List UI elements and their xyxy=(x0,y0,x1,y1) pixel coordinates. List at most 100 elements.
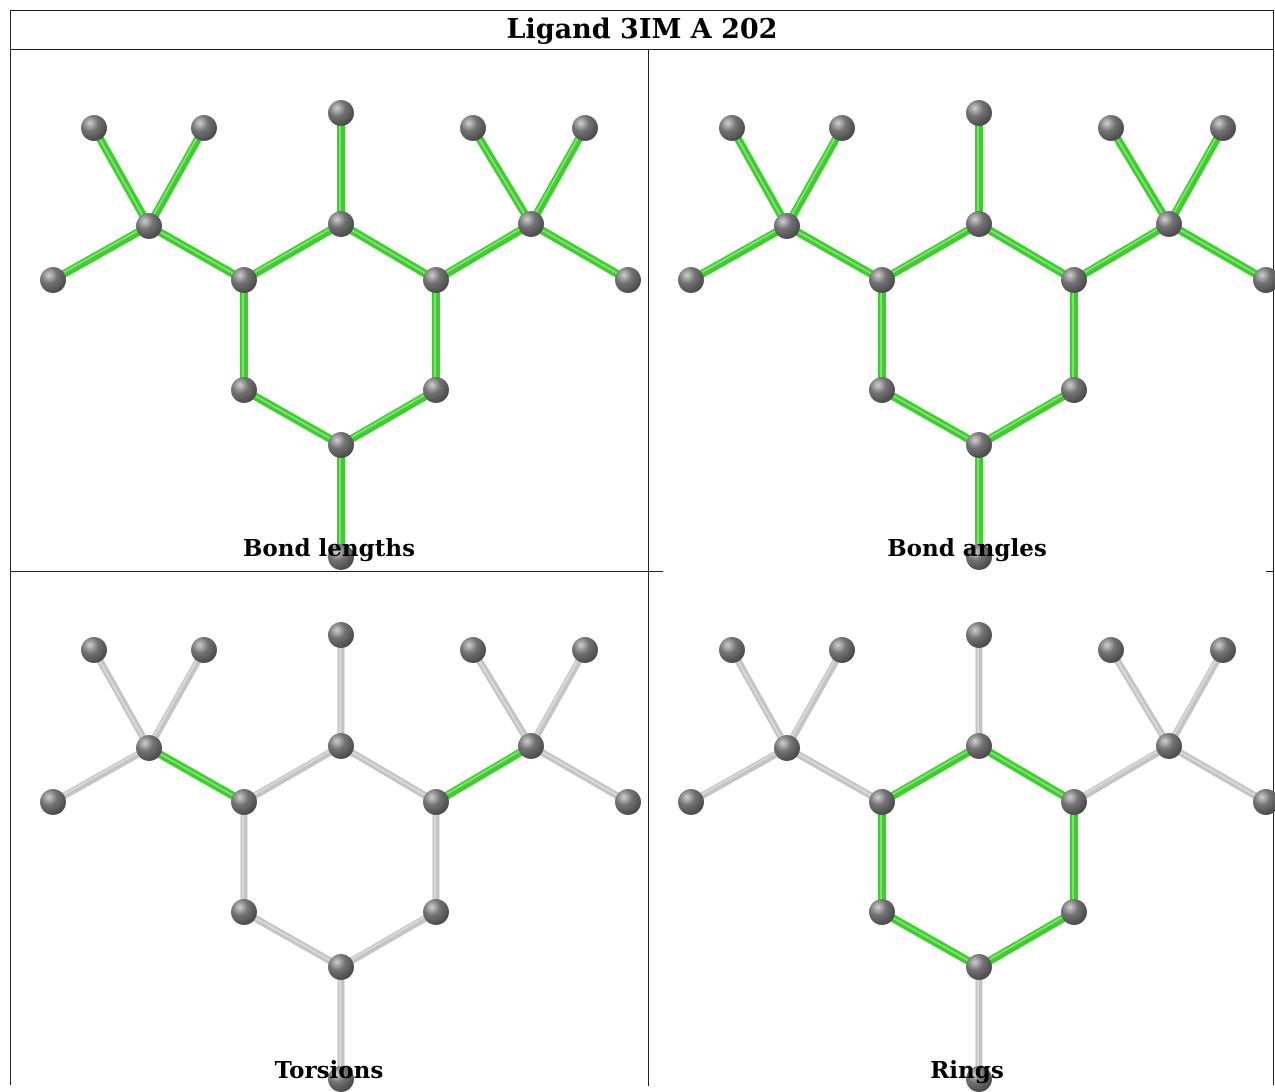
row-divider-mid xyxy=(633,571,663,572)
atom xyxy=(869,789,895,815)
bond-highlighted xyxy=(878,386,983,449)
atom xyxy=(423,267,449,293)
atom xyxy=(518,211,544,237)
bond-shine xyxy=(147,648,204,748)
bond-shine xyxy=(147,126,204,226)
atom xyxy=(518,733,544,759)
atom xyxy=(678,267,704,293)
atom xyxy=(328,622,354,648)
atom xyxy=(40,267,66,293)
bond-shine xyxy=(730,648,787,748)
bond-shine xyxy=(785,648,842,748)
bond-shine xyxy=(529,126,585,224)
bond-highlighted xyxy=(49,222,153,284)
atom xyxy=(328,954,354,980)
bond-highlighted xyxy=(975,386,1078,449)
atom xyxy=(829,115,855,141)
atom xyxy=(774,213,800,239)
bond-highlighted xyxy=(728,124,791,230)
atom xyxy=(231,789,257,815)
atom xyxy=(1253,789,1275,815)
bond xyxy=(145,646,208,752)
bond-shine xyxy=(689,224,787,280)
bond-shine xyxy=(977,910,1074,967)
page-title: Ligand 3IM A 202 xyxy=(11,11,1273,50)
ligand-report-table: Ligand 3IM A 202 Bond lengths Bond angle… xyxy=(10,10,1275,1092)
bond-shine xyxy=(1109,648,1169,746)
atom xyxy=(966,100,992,126)
bond xyxy=(90,646,153,752)
bond xyxy=(783,744,886,806)
bond-shine xyxy=(529,222,628,280)
bond-shine xyxy=(434,222,531,280)
atom xyxy=(328,544,354,570)
column-divider xyxy=(648,50,649,1086)
molecule-view-bond-angles xyxy=(678,100,1275,570)
atom xyxy=(774,735,800,761)
bond-shine xyxy=(242,910,341,967)
atom xyxy=(460,637,486,663)
bond-highlighted xyxy=(878,908,983,971)
atom xyxy=(191,115,217,141)
atom xyxy=(231,899,257,925)
atom xyxy=(1210,637,1236,663)
caption-bond-angles: Bond angles xyxy=(887,535,1047,562)
bond xyxy=(527,742,632,806)
bond-highlighted xyxy=(527,124,589,228)
bond-highlighted xyxy=(1165,220,1270,284)
bond xyxy=(527,646,589,750)
atom xyxy=(81,115,107,141)
atom xyxy=(423,789,449,815)
bond-shine xyxy=(147,746,244,802)
caption-rings: Rings xyxy=(930,1057,1004,1084)
panel-torsions: Torsions xyxy=(11,572,647,1092)
bond-shine xyxy=(92,126,149,226)
bond-highlighted xyxy=(975,742,1078,806)
bond-highlighted xyxy=(783,222,886,284)
atom xyxy=(869,377,895,403)
bond-shine xyxy=(1109,126,1169,224)
atom xyxy=(328,733,354,759)
atom xyxy=(231,267,257,293)
molecule-view-bond-lengths xyxy=(40,100,641,570)
atom xyxy=(460,115,486,141)
bond-highlighted xyxy=(337,386,440,449)
row-divider-right xyxy=(1266,571,1273,572)
bond xyxy=(240,742,345,806)
atom xyxy=(829,637,855,663)
atom xyxy=(572,637,598,663)
atom xyxy=(572,115,598,141)
bond-shine xyxy=(880,388,979,445)
atom xyxy=(966,432,992,458)
bond-highlighted xyxy=(90,124,153,230)
molecule-view-rings xyxy=(678,622,1275,1092)
bond-highlighted xyxy=(975,908,1078,971)
bond-shine xyxy=(242,744,341,802)
panel-bond-lengths: Bond lengths xyxy=(11,50,647,570)
atom xyxy=(231,377,257,403)
bond xyxy=(1107,646,1173,750)
bond-shine xyxy=(730,126,787,226)
atom xyxy=(1156,733,1182,759)
bond-shine xyxy=(339,910,436,967)
bond-highlighted xyxy=(337,220,440,284)
atom xyxy=(719,637,745,663)
bond-shine xyxy=(529,744,628,802)
bond-highlighted xyxy=(240,220,345,284)
bond-shine xyxy=(977,222,1074,280)
bond xyxy=(728,646,791,752)
bond-shine xyxy=(785,746,882,802)
atom xyxy=(1156,211,1182,237)
bond xyxy=(49,744,153,806)
bond-highlighted xyxy=(687,222,791,284)
bond-highlighted xyxy=(783,124,846,230)
atom xyxy=(719,115,745,141)
atom xyxy=(328,432,354,458)
bond-highlighted xyxy=(527,220,632,284)
atom xyxy=(81,637,107,663)
atom xyxy=(615,267,641,293)
panel-rings: Rings xyxy=(649,572,1275,1092)
bond-shine xyxy=(1167,222,1266,280)
bond-shine xyxy=(529,648,585,746)
atom xyxy=(869,899,895,925)
